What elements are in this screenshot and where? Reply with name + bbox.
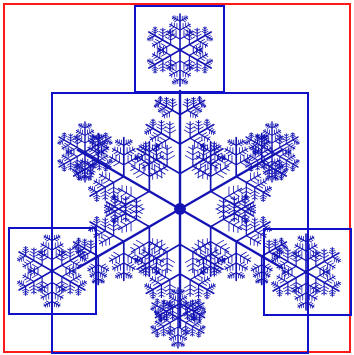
snowflake-top (147, 14, 212, 86)
outer-frame (4, 4, 350, 352)
snowflake-upper-left (58, 122, 113, 182)
